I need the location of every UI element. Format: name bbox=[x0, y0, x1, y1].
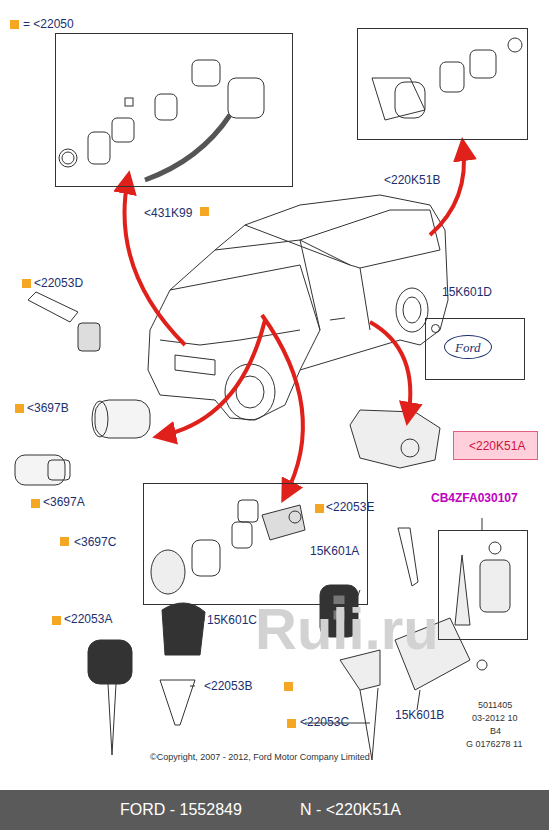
part-number: <431K99 bbox=[144, 206, 192, 220]
part-number: <220K51A bbox=[469, 439, 525, 453]
key-marker bbox=[284, 682, 293, 691]
part-number: <3697B bbox=[27, 401, 69, 415]
legend-text: = <22050 bbox=[23, 17, 74, 31]
logo-oval: Ford bbox=[444, 335, 492, 359]
highlight-box: <220K51A bbox=[453, 431, 538, 460]
logo-text: Ford bbox=[455, 340, 481, 355]
legend-swatch bbox=[10, 20, 19, 29]
part-number: <3697A bbox=[43, 495, 85, 509]
part-group-box: 15K601DFord bbox=[425, 318, 525, 380]
part-number: <22053B bbox=[204, 679, 252, 693]
part-number: 15K601C bbox=[207, 613, 257, 627]
part-number: <220K51B bbox=[384, 173, 440, 187]
footer-band: FORD - 1552849 N - <220K51A bbox=[0, 790, 549, 830]
note-text: G 0176278 11 bbox=[466, 739, 522, 749]
key-marker bbox=[60, 537, 69, 546]
part-number: 15K601D bbox=[442, 285, 492, 299]
note-text: B4 bbox=[490, 726, 501, 736]
key-marker bbox=[52, 616, 61, 625]
marker-circle bbox=[431, 324, 440, 333]
key-marker bbox=[22, 279, 31, 288]
part-number: <22053D bbox=[34, 276, 83, 290]
note-text: 03-2012 10 bbox=[472, 713, 518, 723]
part-number: 15K601A bbox=[310, 544, 359, 558]
part-group-box: <431K99 bbox=[55, 33, 293, 187]
key-marker bbox=[287, 719, 296, 728]
part-group-box: CB4ZFA030107 bbox=[438, 530, 528, 640]
part-group-box: <220K51B bbox=[357, 28, 528, 140]
part-number: <22053E bbox=[326, 500, 374, 514]
key-marker bbox=[315, 504, 324, 513]
part-number: <3697C bbox=[74, 535, 116, 549]
part-number: <22053C bbox=[300, 715, 349, 729]
note-text: ©Copyright, 2007 - 2012, Ford Motor Comp… bbox=[150, 752, 370, 762]
key-marker bbox=[31, 499, 40, 508]
part-number: CB4ZFA030107 bbox=[431, 491, 518, 505]
key-marker bbox=[15, 404, 24, 413]
watermark: Ruli.ru bbox=[255, 595, 439, 662]
footer-text: FORD - 1552849 bbox=[120, 801, 242, 819]
part-number: <22053A bbox=[64, 612, 112, 626]
footer-text: N - <220K51A bbox=[300, 801, 401, 819]
key-marker bbox=[200, 207, 209, 216]
note-text: 5011405 bbox=[478, 700, 512, 710]
part-number: 15K601B bbox=[395, 708, 444, 722]
